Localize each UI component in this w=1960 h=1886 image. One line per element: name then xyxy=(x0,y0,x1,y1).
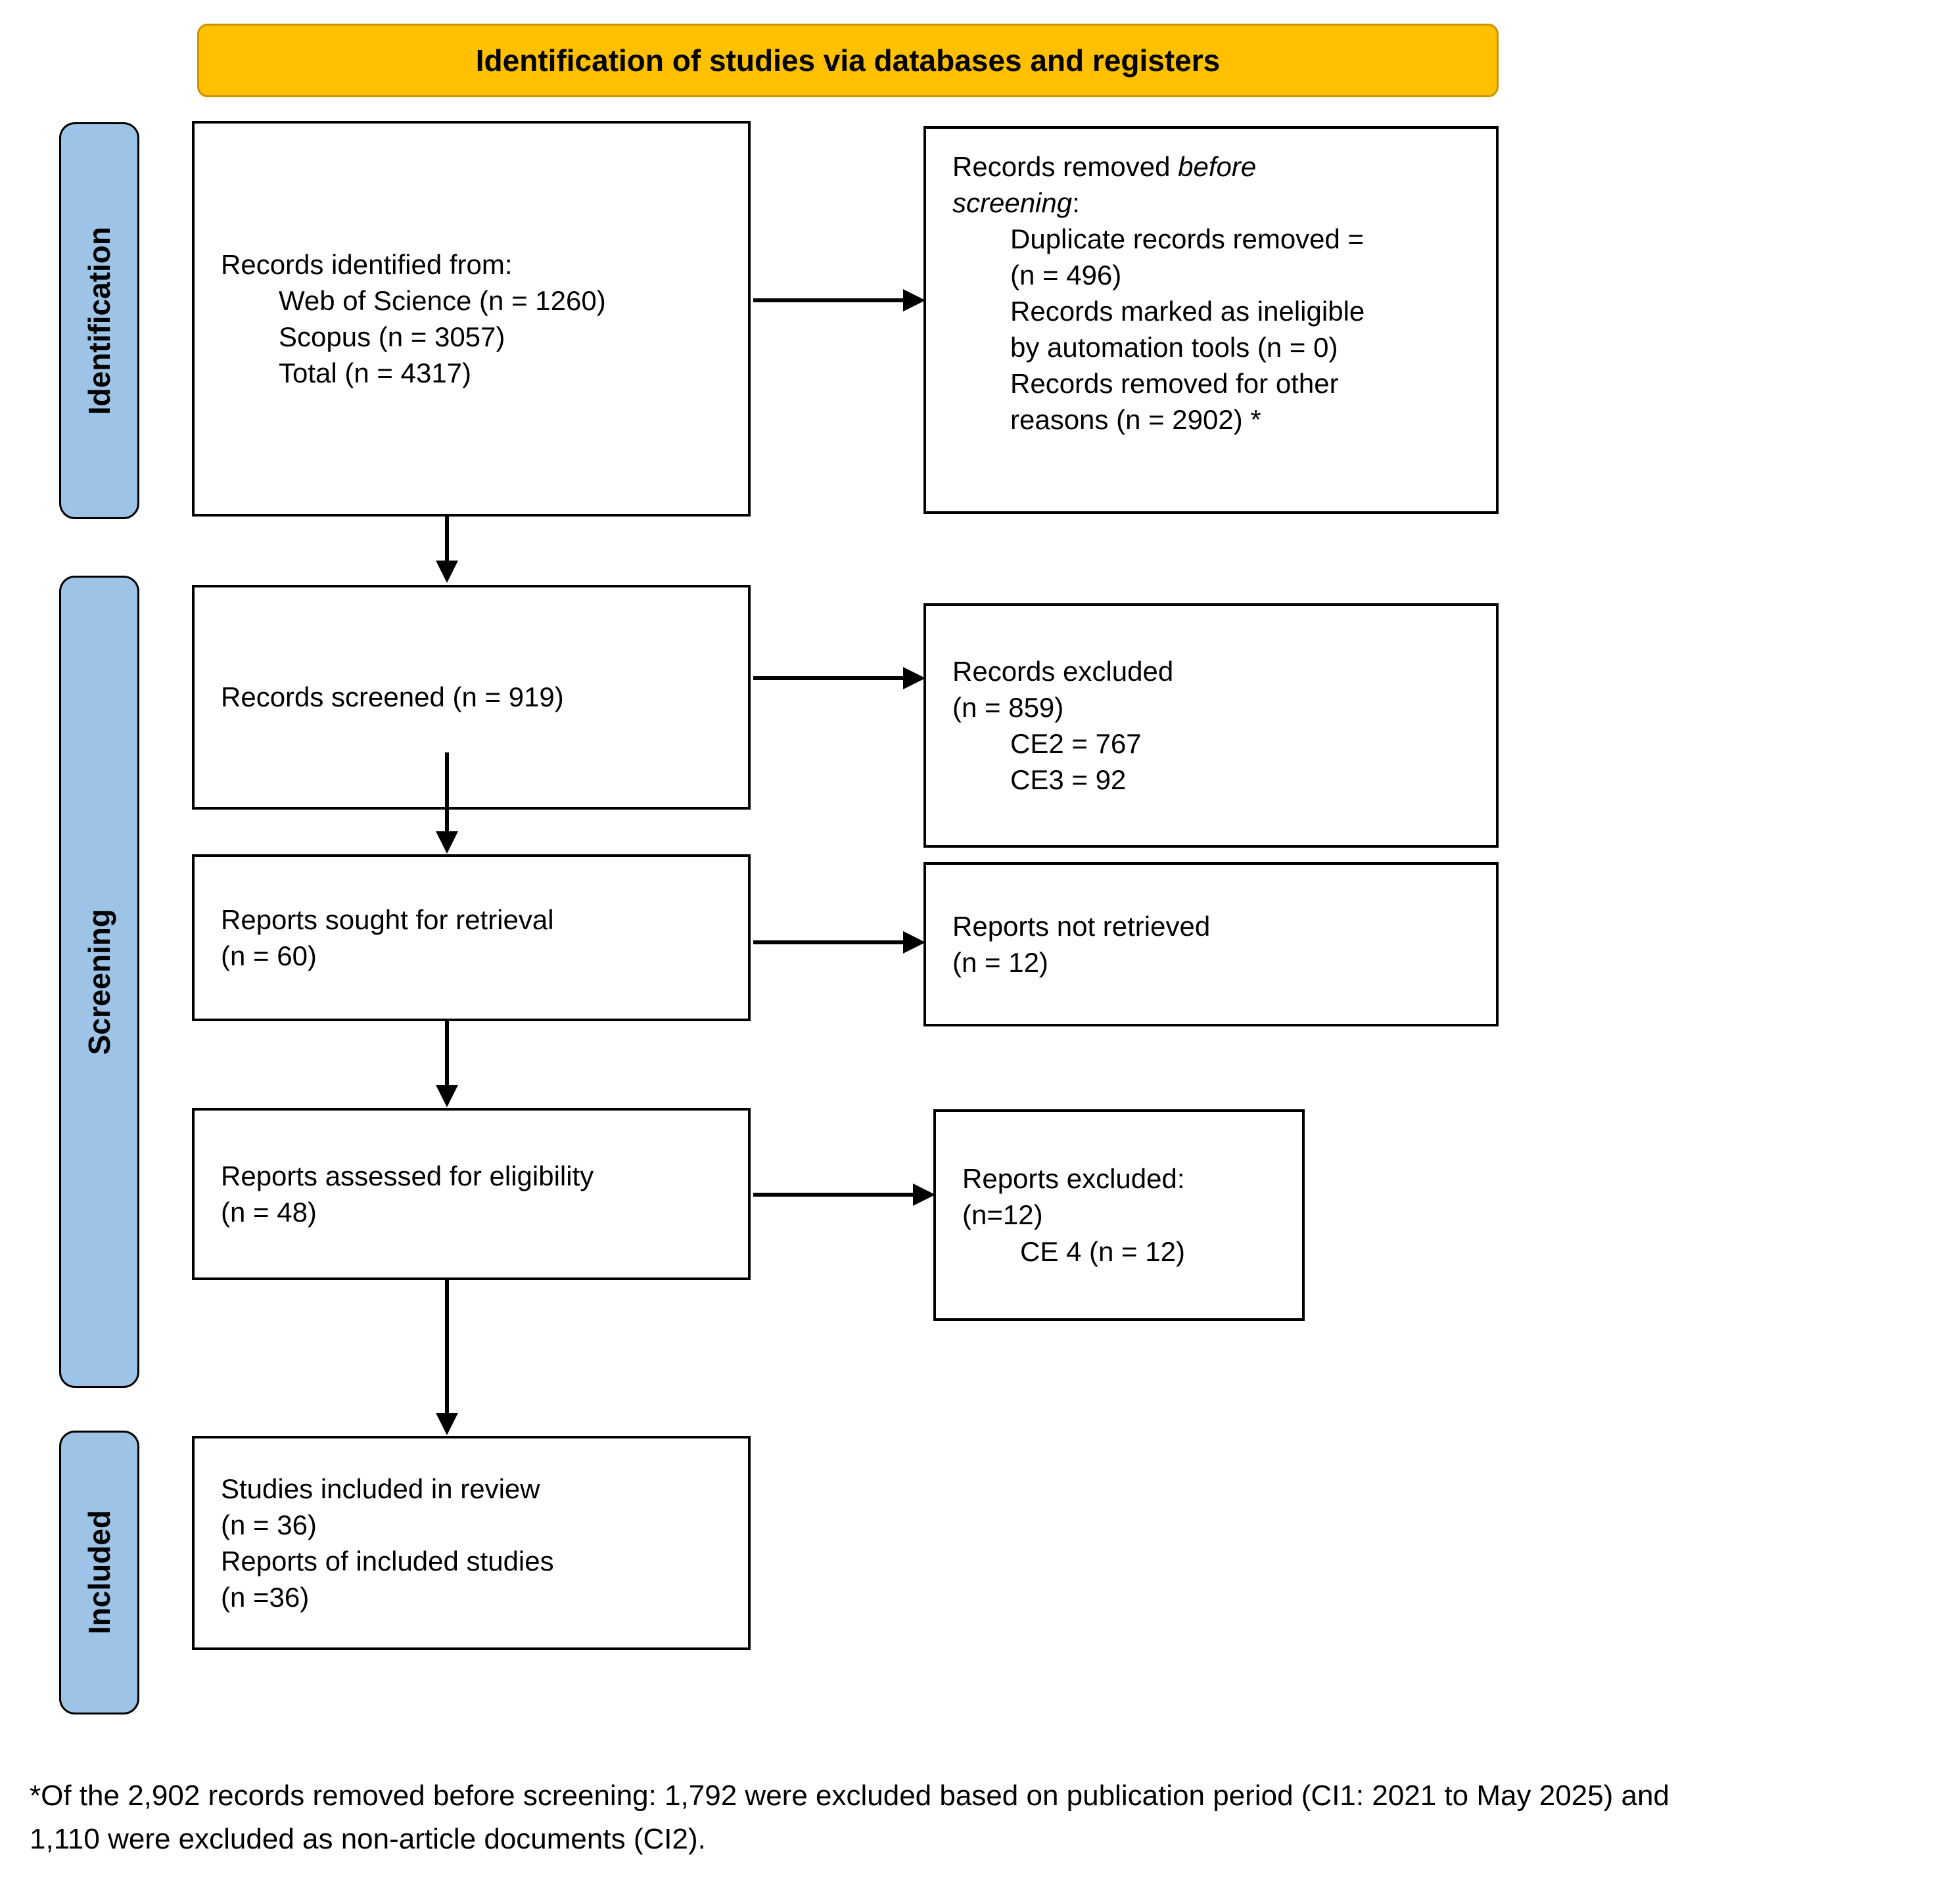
arrow-sought-to-not-retrieved xyxy=(753,931,925,954)
arrowhead-right-icon xyxy=(913,1184,935,1206)
rail-included-label: Included xyxy=(82,1510,116,1635)
records-removed-intro-plain: Records removed xyxy=(952,151,1178,182)
records-removed-item: Records removed for other xyxy=(1010,368,1339,400)
reports-assessed-line: Reports assessed for eligibility xyxy=(221,1160,594,1191)
records-removed-intro-italic: screening xyxy=(952,187,1073,219)
reports-not-retrieved-line: Reports not retrieved xyxy=(952,910,1211,942)
records-removed-item: Duplicate records removed = xyxy=(1010,223,1365,255)
records-excluded-item: CE2 = 767 xyxy=(1010,728,1142,759)
footnote: *Of the 2,902 records removed before scr… xyxy=(30,1774,1942,1861)
studies-included-line: (n =36) xyxy=(221,1582,310,1613)
rail-screening-label: Screening xyxy=(82,908,116,1055)
arrowhead-down-icon xyxy=(436,561,458,583)
arrow-identified-to-screened xyxy=(436,516,458,583)
arrowhead-right-icon xyxy=(903,289,925,311)
records-identified-intro: Records identified from: xyxy=(221,248,513,280)
box-studies-included: Studies included in review (n = 36) Repo… xyxy=(192,1436,751,1650)
rail-screening: Screening xyxy=(59,576,139,1388)
records-excluded-line: Records excluded xyxy=(952,655,1174,687)
rail-included: Included xyxy=(59,1431,139,1714)
box-records-excluded: Records excluded (n = 859) CE2 = 767 CE3… xyxy=(923,603,1499,848)
records-identified-item: Web of Science (n = 1260) xyxy=(279,285,606,316)
records-removed-intro-plain: : xyxy=(1072,187,1080,219)
records-screened-text: Records screened (n = 919) xyxy=(221,681,564,713)
records-removed-item: (n = 496) xyxy=(1010,260,1122,291)
arrow-screened-to-sought xyxy=(436,752,458,854)
banner-identification-of-studies: Identification of studies via databases … xyxy=(197,24,1499,97)
arrow-screened-to-excluded xyxy=(753,667,925,689)
records-removed-item: reasons (n = 2902) * xyxy=(1010,404,1261,436)
box-records-screened: Records screened (n = 919) xyxy=(192,585,751,810)
records-identified-item: Total (n = 4317) xyxy=(279,357,472,389)
footnote-line: 1,110 were excluded as non-article docum… xyxy=(30,1823,706,1855)
box-reports-assessed: Reports assessed for eligibility (n = 48… xyxy=(192,1108,751,1280)
reports-excluded-line: (n=12) xyxy=(962,1199,1043,1231)
records-removed-item: Records marked as ineligible xyxy=(1010,296,1365,327)
box-records-identified: Records identified from: Web of Science … xyxy=(192,121,751,517)
records-removed-item: by automation tools (n = 0) xyxy=(1010,332,1338,363)
box-reports-not-retrieved: Reports not retrieved (n = 12) xyxy=(923,862,1499,1026)
arrowhead-down-icon xyxy=(436,1413,458,1435)
box-reports-sought: Reports sought for retrieval (n = 60) xyxy=(192,854,751,1021)
reports-excluded-line: Reports excluded: xyxy=(962,1163,1185,1195)
box-records-removed: Records removed before screening: Duplic… xyxy=(923,126,1499,514)
reports-not-retrieved-line: (n = 12) xyxy=(952,947,1048,978)
footnote-line: *Of the 2,902 records removed before scr… xyxy=(30,1780,1669,1812)
arrow-assessed-to-reports-excluded xyxy=(753,1184,935,1206)
banner-title: Identification of studies via databases … xyxy=(475,43,1221,78)
box-reports-excluded: Reports excluded: (n=12) CE 4 (n = 12) xyxy=(933,1109,1305,1321)
arrow-sought-to-assessed xyxy=(436,1021,458,1107)
studies-included-line: Studies included in review xyxy=(221,1473,540,1504)
studies-included-line: Reports of included studies xyxy=(221,1546,554,1576)
reports-assessed-line: (n = 48) xyxy=(221,1197,317,1228)
rail-identification: Identification xyxy=(59,122,139,519)
reports-sought-line: Reports sought for retrieval xyxy=(221,904,554,935)
records-removed-intro-line1: Records removed before xyxy=(952,149,1472,185)
arrow-identified-to-removed xyxy=(753,289,925,311)
arrow-assessed-to-included xyxy=(436,1280,458,1435)
records-identified-item: Scopus (n = 3057) xyxy=(279,321,505,352)
records-removed-intro-line2: screening: xyxy=(952,185,1472,221)
records-excluded-line: (n = 859) xyxy=(952,691,1064,723)
studies-included-line: (n = 36) xyxy=(221,1509,317,1540)
reports-sought-line: (n = 60) xyxy=(221,940,317,971)
arrowhead-down-icon xyxy=(436,831,458,854)
records-removed-intro-italic: before xyxy=(1178,151,1257,182)
rail-identification-label: Identification xyxy=(82,226,116,415)
records-excluded-item: CE3 = 92 xyxy=(1010,764,1127,796)
arrowhead-right-icon xyxy=(903,667,925,689)
reports-excluded-item: CE 4 (n = 12) xyxy=(1020,1235,1185,1267)
arrowhead-down-icon xyxy=(436,1085,458,1107)
arrowhead-right-icon xyxy=(903,931,925,954)
